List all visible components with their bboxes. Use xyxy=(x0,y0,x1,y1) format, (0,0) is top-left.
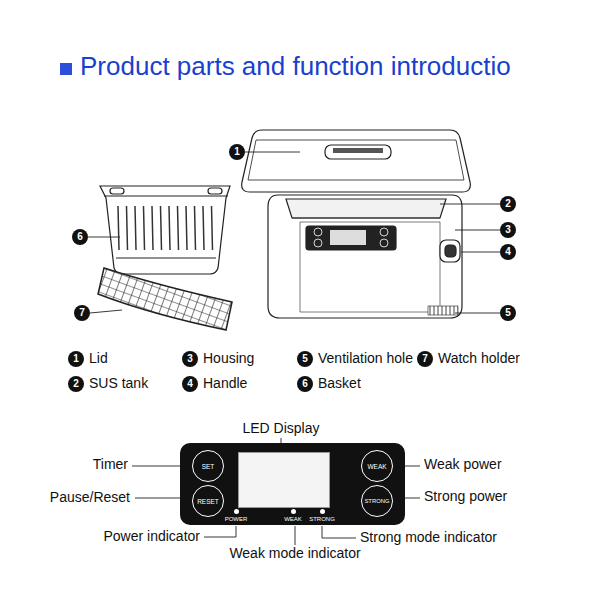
callout-number: 7 xyxy=(74,305,90,321)
leader-lines xyxy=(88,152,500,545)
callout-number: 1 xyxy=(229,144,245,160)
basket-slat xyxy=(178,206,179,250)
led-display xyxy=(238,452,330,508)
button: SET xyxy=(192,450,224,482)
basket-slat xyxy=(118,206,119,250)
part-label: Strong power xyxy=(424,489,507,504)
basket-slat xyxy=(152,206,153,250)
part-label: SUS tank xyxy=(89,376,148,391)
control-panel: POWER WEAK STRONG SET RESET WEAK STRONG xyxy=(180,443,405,525)
part-label: Power indicator xyxy=(104,529,201,544)
basket-slat xyxy=(161,206,162,250)
indicator-dot xyxy=(234,509,239,514)
basket-slat xyxy=(186,206,187,250)
part-label: Handle xyxy=(203,376,247,391)
basket-slat xyxy=(212,206,213,250)
lid-drawing xyxy=(242,130,471,192)
indicator-text: POWER xyxy=(225,516,248,522)
part-label: Timer xyxy=(93,457,128,472)
part-label: Ventilation hole xyxy=(318,351,413,366)
button: STRONG xyxy=(361,485,393,517)
part-label: Basket xyxy=(318,376,361,391)
watch-holder-drawing xyxy=(98,268,232,330)
basket-slat xyxy=(203,206,204,250)
part-label: Housing xyxy=(203,351,254,366)
button: RESET xyxy=(192,485,224,517)
basket-slat xyxy=(127,206,128,250)
callout-number: 4 xyxy=(500,244,516,260)
callout-number: 4 xyxy=(182,376,198,392)
basket-slat xyxy=(135,206,136,250)
button-text: WEAK xyxy=(367,463,386,470)
basket-slat xyxy=(169,206,170,250)
callout-number: 3 xyxy=(182,351,198,367)
button: WEAK xyxy=(361,450,393,482)
machine-drawing xyxy=(268,195,462,318)
part-label: Weak mode indicator xyxy=(229,546,360,561)
callout-number: 7 xyxy=(417,351,433,367)
callout-number: 6 xyxy=(297,376,313,392)
title-bullet xyxy=(60,63,72,75)
part-label: Watch holder xyxy=(438,351,520,366)
callout-number: 3 xyxy=(500,222,516,238)
button-text: RESET xyxy=(197,498,219,505)
callout-number: 1 xyxy=(68,351,84,367)
callout-number: 5 xyxy=(297,351,313,367)
button-text: SET xyxy=(202,463,215,470)
part-label: Pause/Reset xyxy=(50,490,130,505)
part-label: Weak power xyxy=(424,457,502,472)
part-label: Strong mode indicator xyxy=(360,530,497,545)
callout-number: 5 xyxy=(500,305,516,321)
callout-number: 2 xyxy=(500,196,516,212)
part-label: Lid xyxy=(89,351,108,366)
part-label: LED Display xyxy=(242,421,319,436)
callout-number: 6 xyxy=(72,229,88,245)
basket-slat xyxy=(144,206,145,250)
indicator-text: STRONG xyxy=(309,516,335,522)
button-text: STRONG xyxy=(364,498,389,504)
callout-number: 2 xyxy=(68,376,84,392)
basket-drawing xyxy=(100,186,230,274)
title: Product parts and function introductio xyxy=(80,52,511,81)
indicator-dot xyxy=(291,509,296,514)
basket-slat xyxy=(195,206,196,250)
indicator-text: WEAK xyxy=(284,516,302,522)
indicator-dot xyxy=(320,509,325,514)
